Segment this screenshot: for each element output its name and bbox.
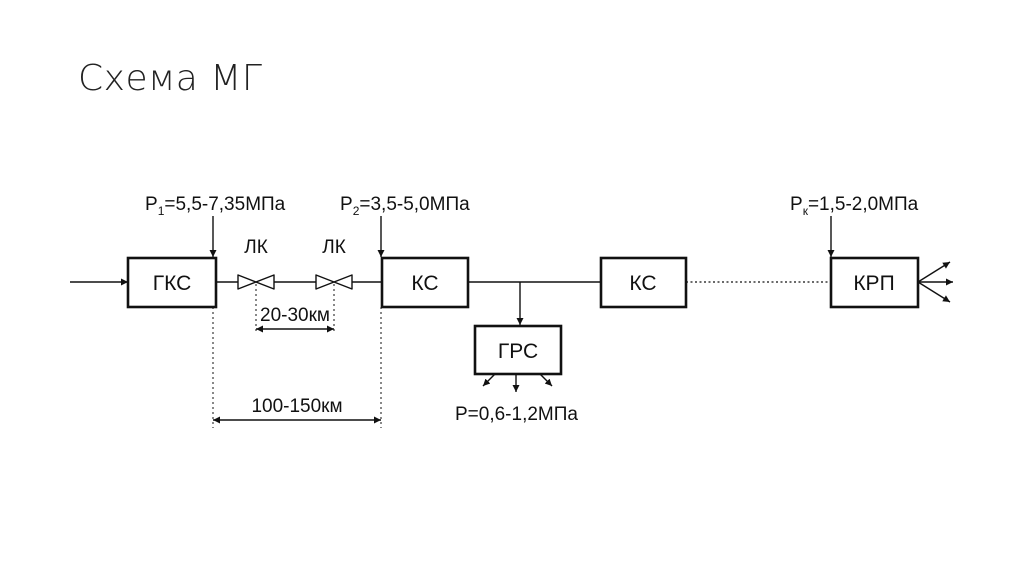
- station-ks-1-label: КС: [411, 272, 438, 295]
- station-krp: КРП: [829, 256, 920, 309]
- grs-output-arrows: [482, 373, 553, 392]
- valve-lk-1: ЛК: [237, 237, 275, 290]
- station-grs-label: ГРС: [498, 340, 538, 363]
- station-gks-label: ГКС: [153, 272, 192, 295]
- station-ks-2-label: КС: [629, 272, 656, 295]
- station-ks-2: КС: [599, 256, 688, 309]
- pressure-grs-label: Р=0,6-1,2МПа: [455, 404, 578, 425]
- pressure-p1-label: Р1=5,5-7,35МПа: [145, 194, 286, 218]
- station-spacing-label: 100-150км: [251, 396, 342, 417]
- pressure-pk-label: Рк=1,5-2,0МПа: [790, 194, 919, 218]
- station-grs: ГРС: [473, 324, 563, 376]
- valve-lk-1-label: ЛК: [244, 237, 268, 258]
- valve-spacing-label: 20-30км: [260, 305, 330, 326]
- pressure-p2-label: Р2=3,5-5,0МПа: [340, 194, 470, 218]
- station-krp-label: КРП: [853, 272, 894, 295]
- slide-title: Схема МГ: [78, 58, 263, 99]
- station-gks: ГКС: [126, 256, 218, 309]
- valve-lk-2: ЛК: [315, 237, 353, 290]
- station-ks-1: КС: [380, 256, 470, 309]
- krp-output-arrows: [917, 261, 953, 303]
- valve-lk-2-label: ЛК: [322, 237, 346, 258]
